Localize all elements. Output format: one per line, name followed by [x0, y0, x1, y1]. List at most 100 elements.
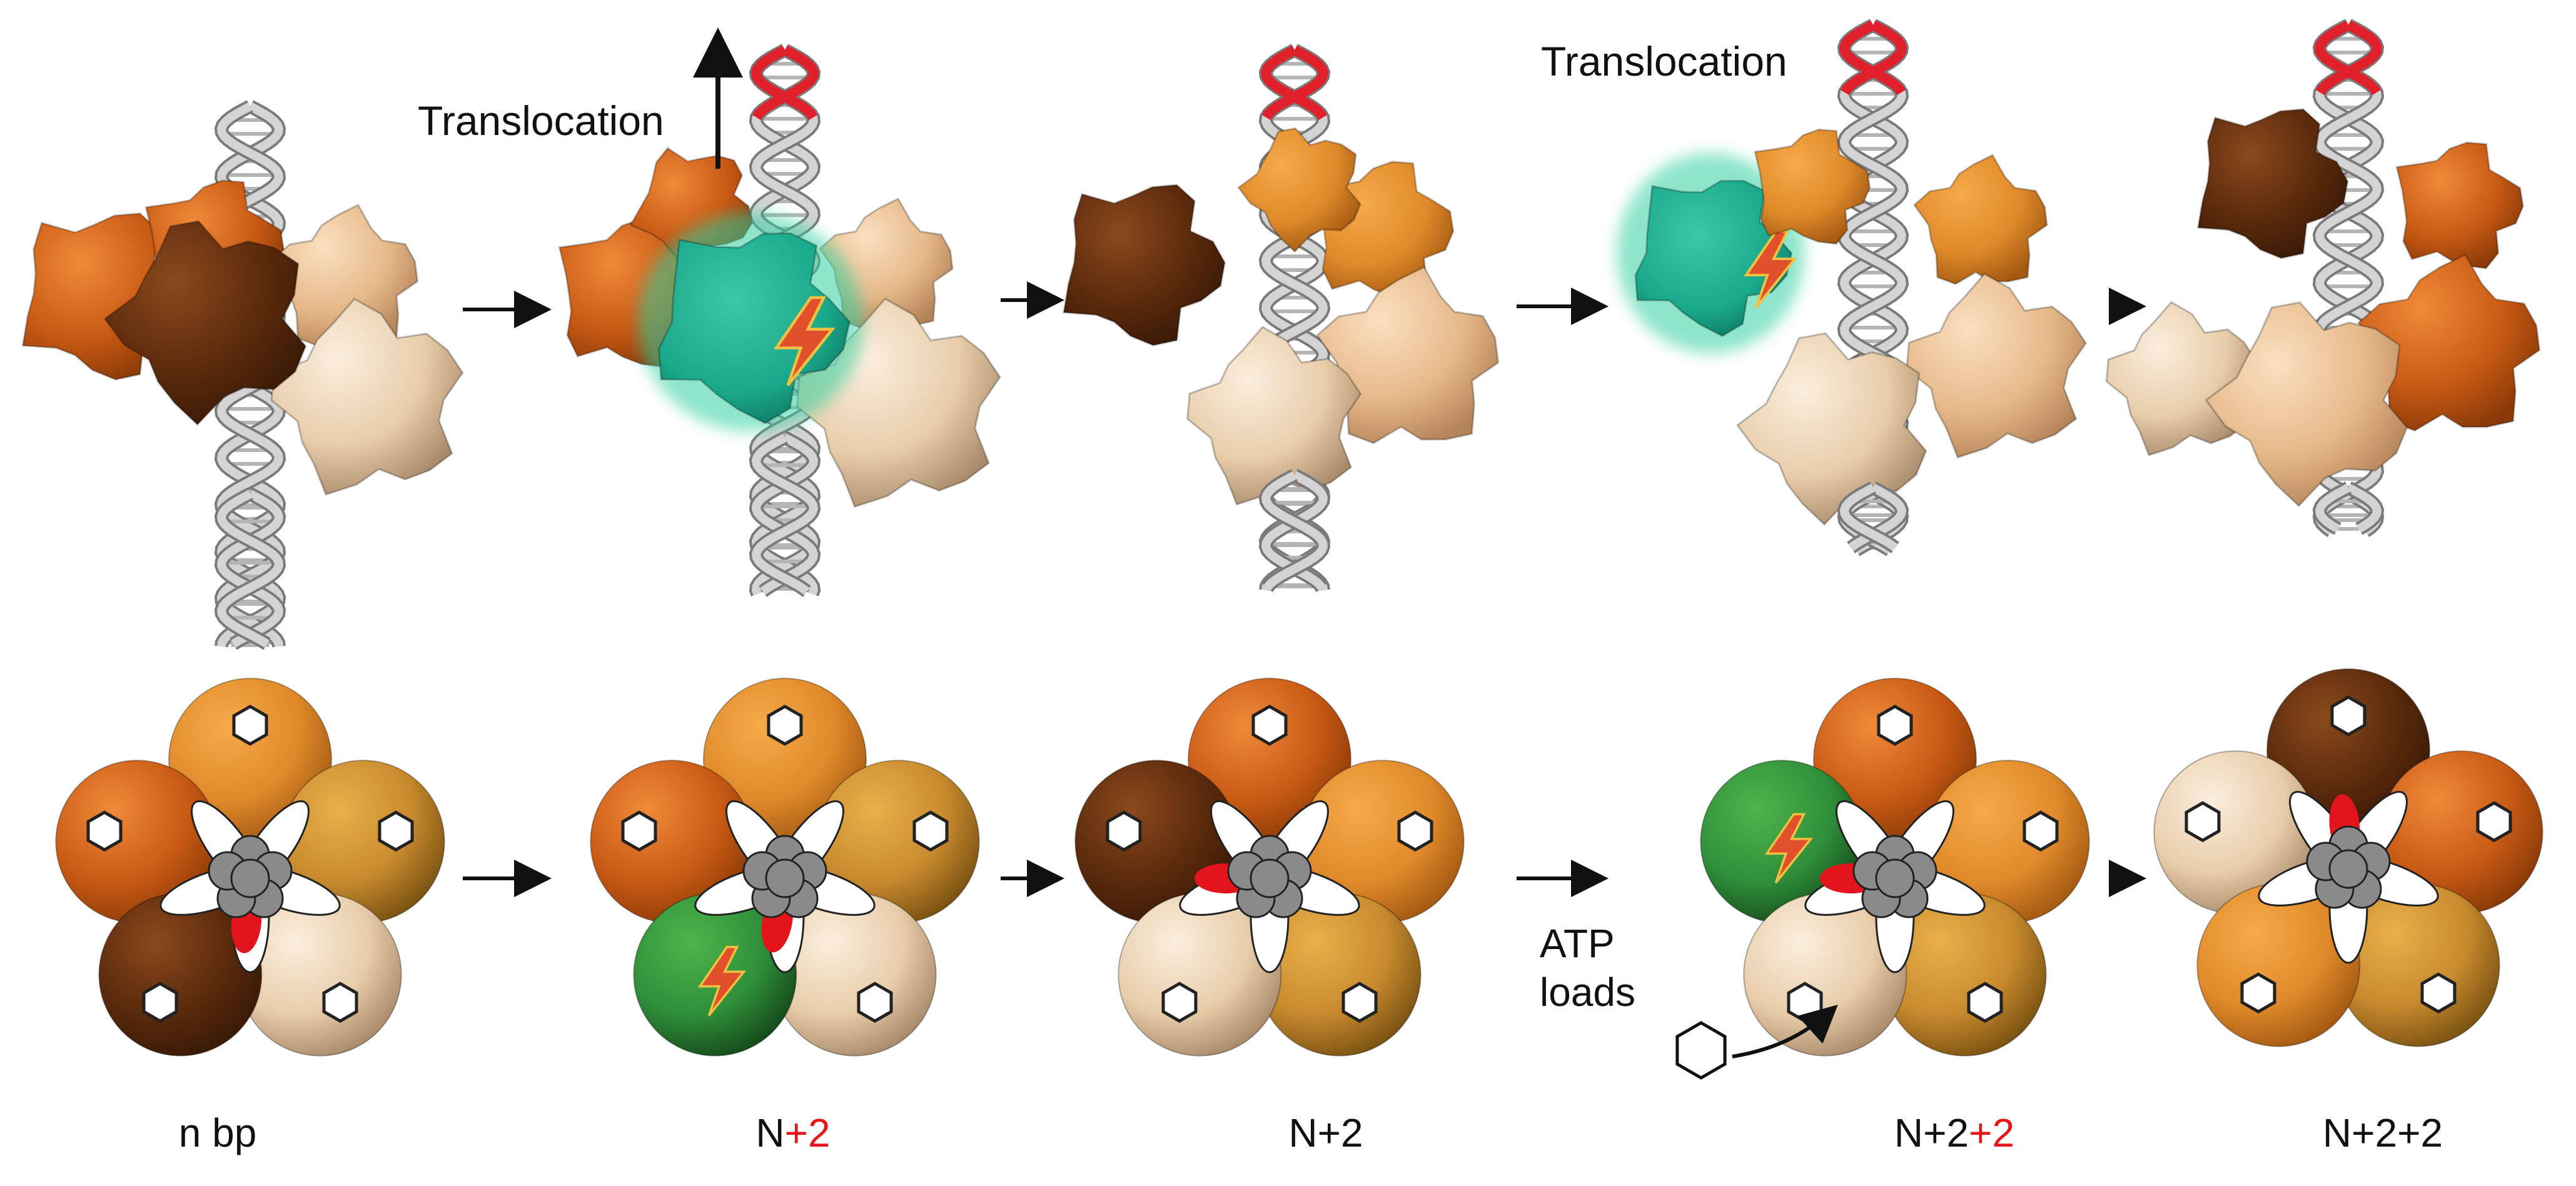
dna-core-circle [1875, 858, 1915, 898]
atp-hexagon-icon [2023, 810, 2059, 852]
dna-red-tip [1261, 45, 1329, 121]
atp-hexagon-icon [1967, 982, 2003, 1023]
atp-hexagon-icon [2330, 695, 2366, 736]
lightning-bolt-icon [697, 945, 747, 1017]
atp-hexagon-icon [1106, 810, 1142, 852]
dna-core-circle [2328, 849, 2368, 889]
atp-hexagon-icon [2240, 972, 2276, 1014]
state-label-3-base: N+2 [1288, 1110, 1363, 1155]
atp-hexagon-icon [1877, 705, 1913, 746]
lightning-bolt-icon [1764, 813, 1814, 884]
dna-red-tip [2314, 20, 2382, 96]
dna-helix-1-front [214, 488, 286, 650]
subunit-ring-2 [590, 678, 980, 1057]
dna-core-circle [1250, 858, 1290, 898]
arrow-layer [463, 28, 2146, 1080]
subunit-ring-3 [1074, 678, 1465, 1057]
subunit-light-tan [2105, 301, 2257, 456]
state-label-3: N+2 [1288, 1110, 1363, 1156]
atp-label-line2: loads [1540, 970, 1635, 1015]
dna-helix-front-layer [214, 431, 2385, 650]
dna-strand [2346, 483, 2382, 533]
subunit-dark-brown [103, 220, 307, 426]
atp-hexagon-icon [378, 810, 414, 852]
protein-complex-4 [1617, 128, 2088, 526]
dna-red-tip [750, 45, 818, 121]
lightning-bolt-shape [773, 296, 836, 386]
atp-hexagon-icon [1251, 705, 1288, 746]
subunit-tan [1906, 273, 2088, 459]
subunit-dark-brown [1063, 184, 1226, 346]
state-label-1: n bp [179, 1110, 257, 1156]
protein-complex-3 [1063, 127, 1500, 506]
state-label-2-base: N [755, 1110, 785, 1155]
dna-red-tip [1260, 45, 1328, 121]
lightning-bolt-shape [697, 945, 747, 1017]
translocation-label-1: Translocation [418, 98, 664, 144]
state-label-4-highlight: +2 [1969, 1110, 2015, 1155]
state-label-4: N+2+2 [1894, 1110, 2014, 1156]
subunit-active-teal [1634, 179, 1793, 338]
subunit-light-tan [270, 297, 464, 496]
dna-red-tip [2315, 20, 2383, 96]
subunit-tan [1316, 266, 1500, 445]
dna-helix-5-front [2312, 481, 2385, 535]
atp-hexagon-icon [2476, 801, 2512, 843]
subunit-ring-1 [55, 678, 445, 1057]
dna-strand [216, 490, 284, 648]
subunit-orange [1754, 128, 1871, 245]
subunit-burnt-orange [2395, 141, 2524, 269]
translocation-label-2: Translocation [1541, 38, 1787, 84]
dna-strand [1839, 483, 1898, 551]
atp-hexagon-icon [912, 810, 949, 852]
dna-core-circle [230, 858, 270, 898]
protein-complex-1 [21, 179, 464, 496]
state-label-2: N+2 [755, 1110, 830, 1156]
atp-hexagon-icon [142, 982, 178, 1023]
dna-strand [2315, 483, 2351, 533]
atp-loads-label: ATP loads [1540, 919, 1635, 1017]
atp-hexagon-icon [2420, 972, 2457, 1014]
lightning-bolt-icon [773, 296, 836, 386]
atp-hexagon-icon [857, 982, 893, 1023]
atp-hexagon-icon [232, 705, 268, 746]
atp-loading-arrow [1732, 1004, 1838, 1058]
protein-surface-layer [21, 108, 2541, 526]
dna-helix-2-front [749, 431, 821, 597]
state-label-4-base: N+2 [1894, 1110, 1969, 1155]
dna-red-tip [1840, 20, 1907, 96]
subunit-orange [1912, 154, 2048, 286]
dna-strand [1261, 471, 1328, 591]
lightning-bolt-shape [1764, 813, 1814, 884]
dna-strand [751, 433, 819, 595]
atp-label-line1: ATP [1540, 921, 1615, 966]
lightning-bolt-icon [1744, 230, 1798, 309]
subunit-ring-5 [2153, 668, 2543, 1047]
atp-hexagon-icon [1787, 982, 1823, 1023]
lightning-bolt-shape [1744, 230, 1798, 309]
dna-helix-3-front [1258, 469, 1331, 592]
atp-hexagon-icon [86, 810, 123, 852]
protein-complex-2 [558, 146, 1001, 508]
dna-strand [216, 490, 284, 648]
atp-hexagon-icon [2185, 801, 2221, 843]
atp-hexagon-icon [1161, 982, 1198, 1023]
atp-hexagon-icon [767, 705, 803, 746]
subunit-ring-4 [1700, 678, 2090, 1057]
dna-strand [751, 433, 819, 595]
atp-hexagon-icon [322, 982, 358, 1023]
subunit-dark-brown [2196, 108, 2349, 259]
subunit-orange [1237, 127, 1361, 253]
atp-hexagon-icon [1675, 1021, 1727, 1080]
state-label-1-base: n bp [178, 1110, 257, 1155]
subunit-ring-layer [55, 668, 2543, 1057]
subunit-tan [2205, 301, 2408, 508]
subunit-active-teal [657, 232, 851, 425]
dna-helix-4-front [1837, 481, 1909, 553]
atp-hexagon-icon [621, 810, 657, 852]
protein-complex-5 [2105, 108, 2541, 508]
state-label-5-base: N+2+2 [2322, 1110, 2443, 1155]
atp-hexagon-icon [1397, 810, 1433, 852]
